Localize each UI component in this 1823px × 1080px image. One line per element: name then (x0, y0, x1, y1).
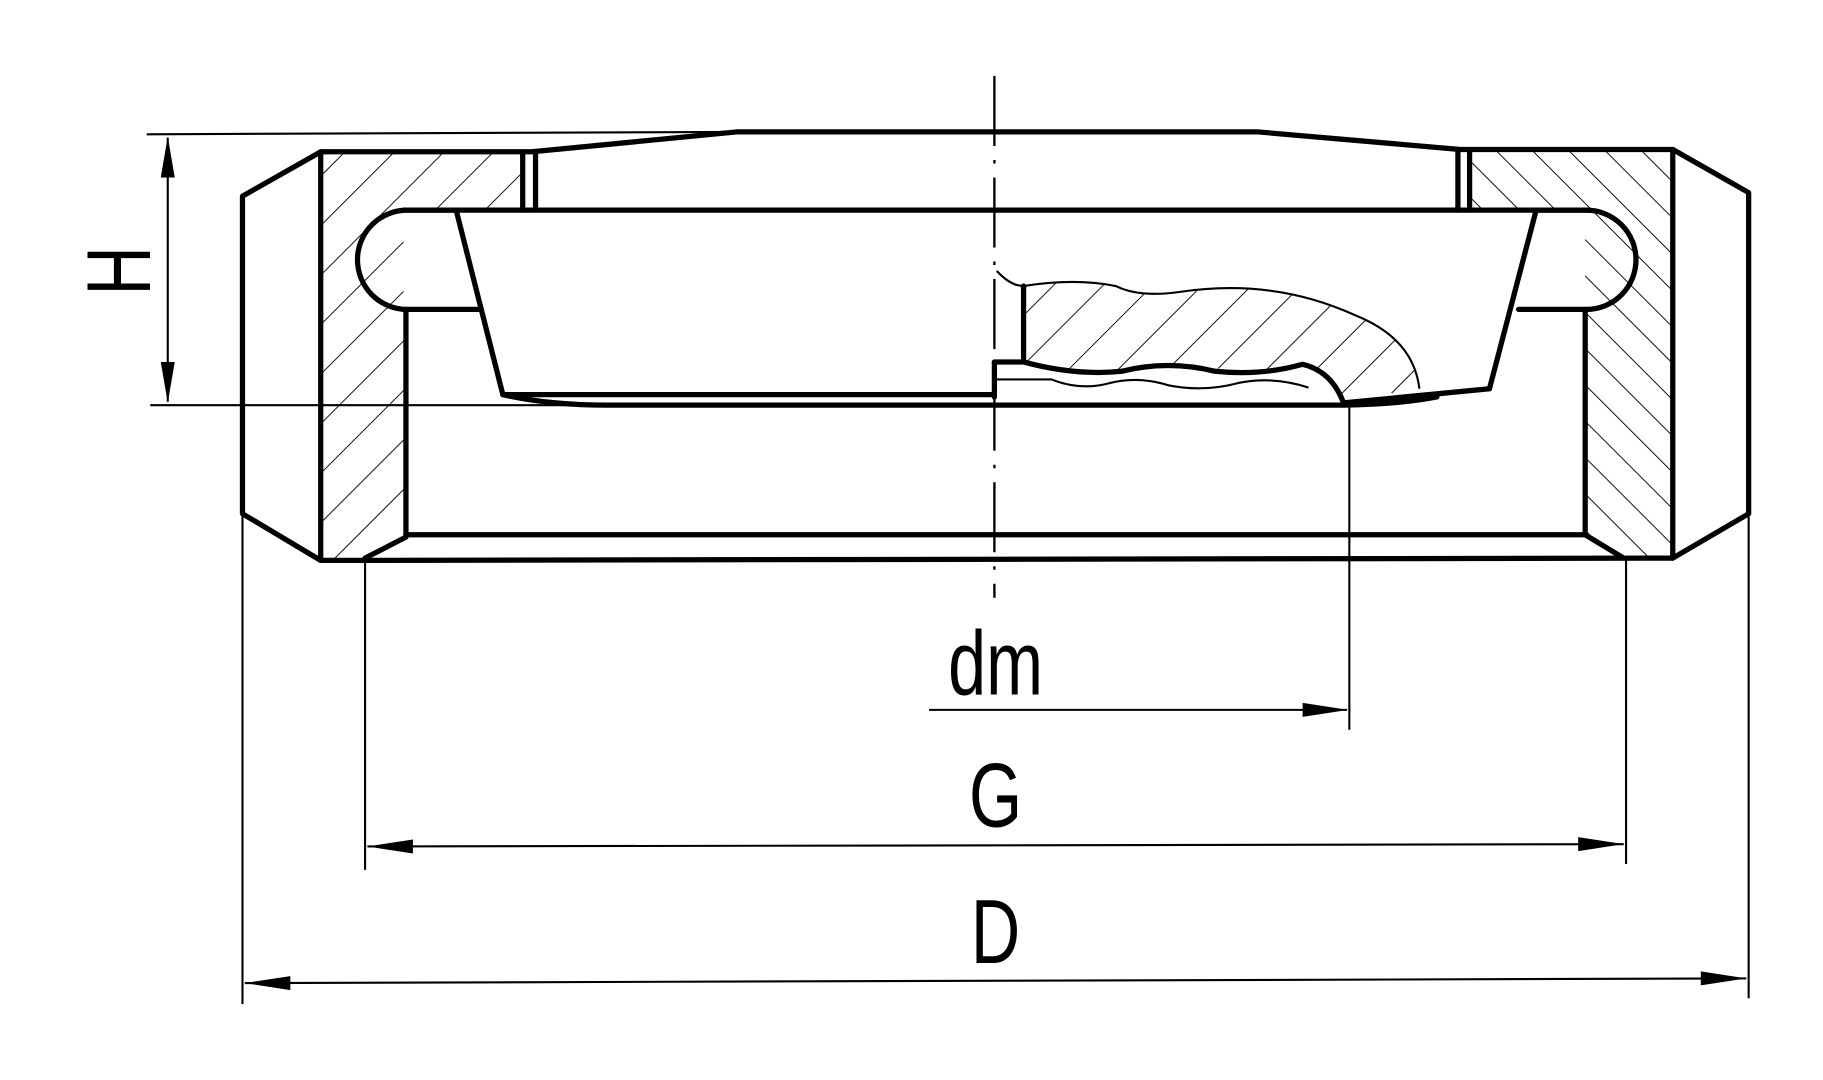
arrowhead (1302, 702, 1349, 717)
insert-right (1340, 207, 1539, 406)
dimension-d: D (241, 513, 1750, 1005)
label-d: D (971, 882, 1020, 984)
arrowhead (160, 361, 175, 403)
insert-outline (453, 207, 998, 398)
arrowhead (160, 136, 175, 178)
right-wall-section (1469, 149, 1673, 559)
left-wall-section (320, 151, 523, 559)
label-dm: dm (948, 613, 1043, 715)
left-o-ring (354, 207, 483, 313)
cap-slots (520, 149, 1473, 213)
arrowhead (1700, 971, 1747, 986)
dimension-h: H (69, 130, 995, 407)
arrowhead (1578, 837, 1624, 852)
label-h: H (69, 246, 171, 295)
arrowhead (244, 976, 291, 991)
dimension-g: G (364, 558, 1628, 870)
arrowhead (367, 839, 413, 854)
cutaway-section (991, 270, 1421, 406)
label-g: G (969, 745, 1022, 847)
dimension-dm: dm (929, 405, 1351, 730)
right-o-ring (1516, 207, 1639, 313)
